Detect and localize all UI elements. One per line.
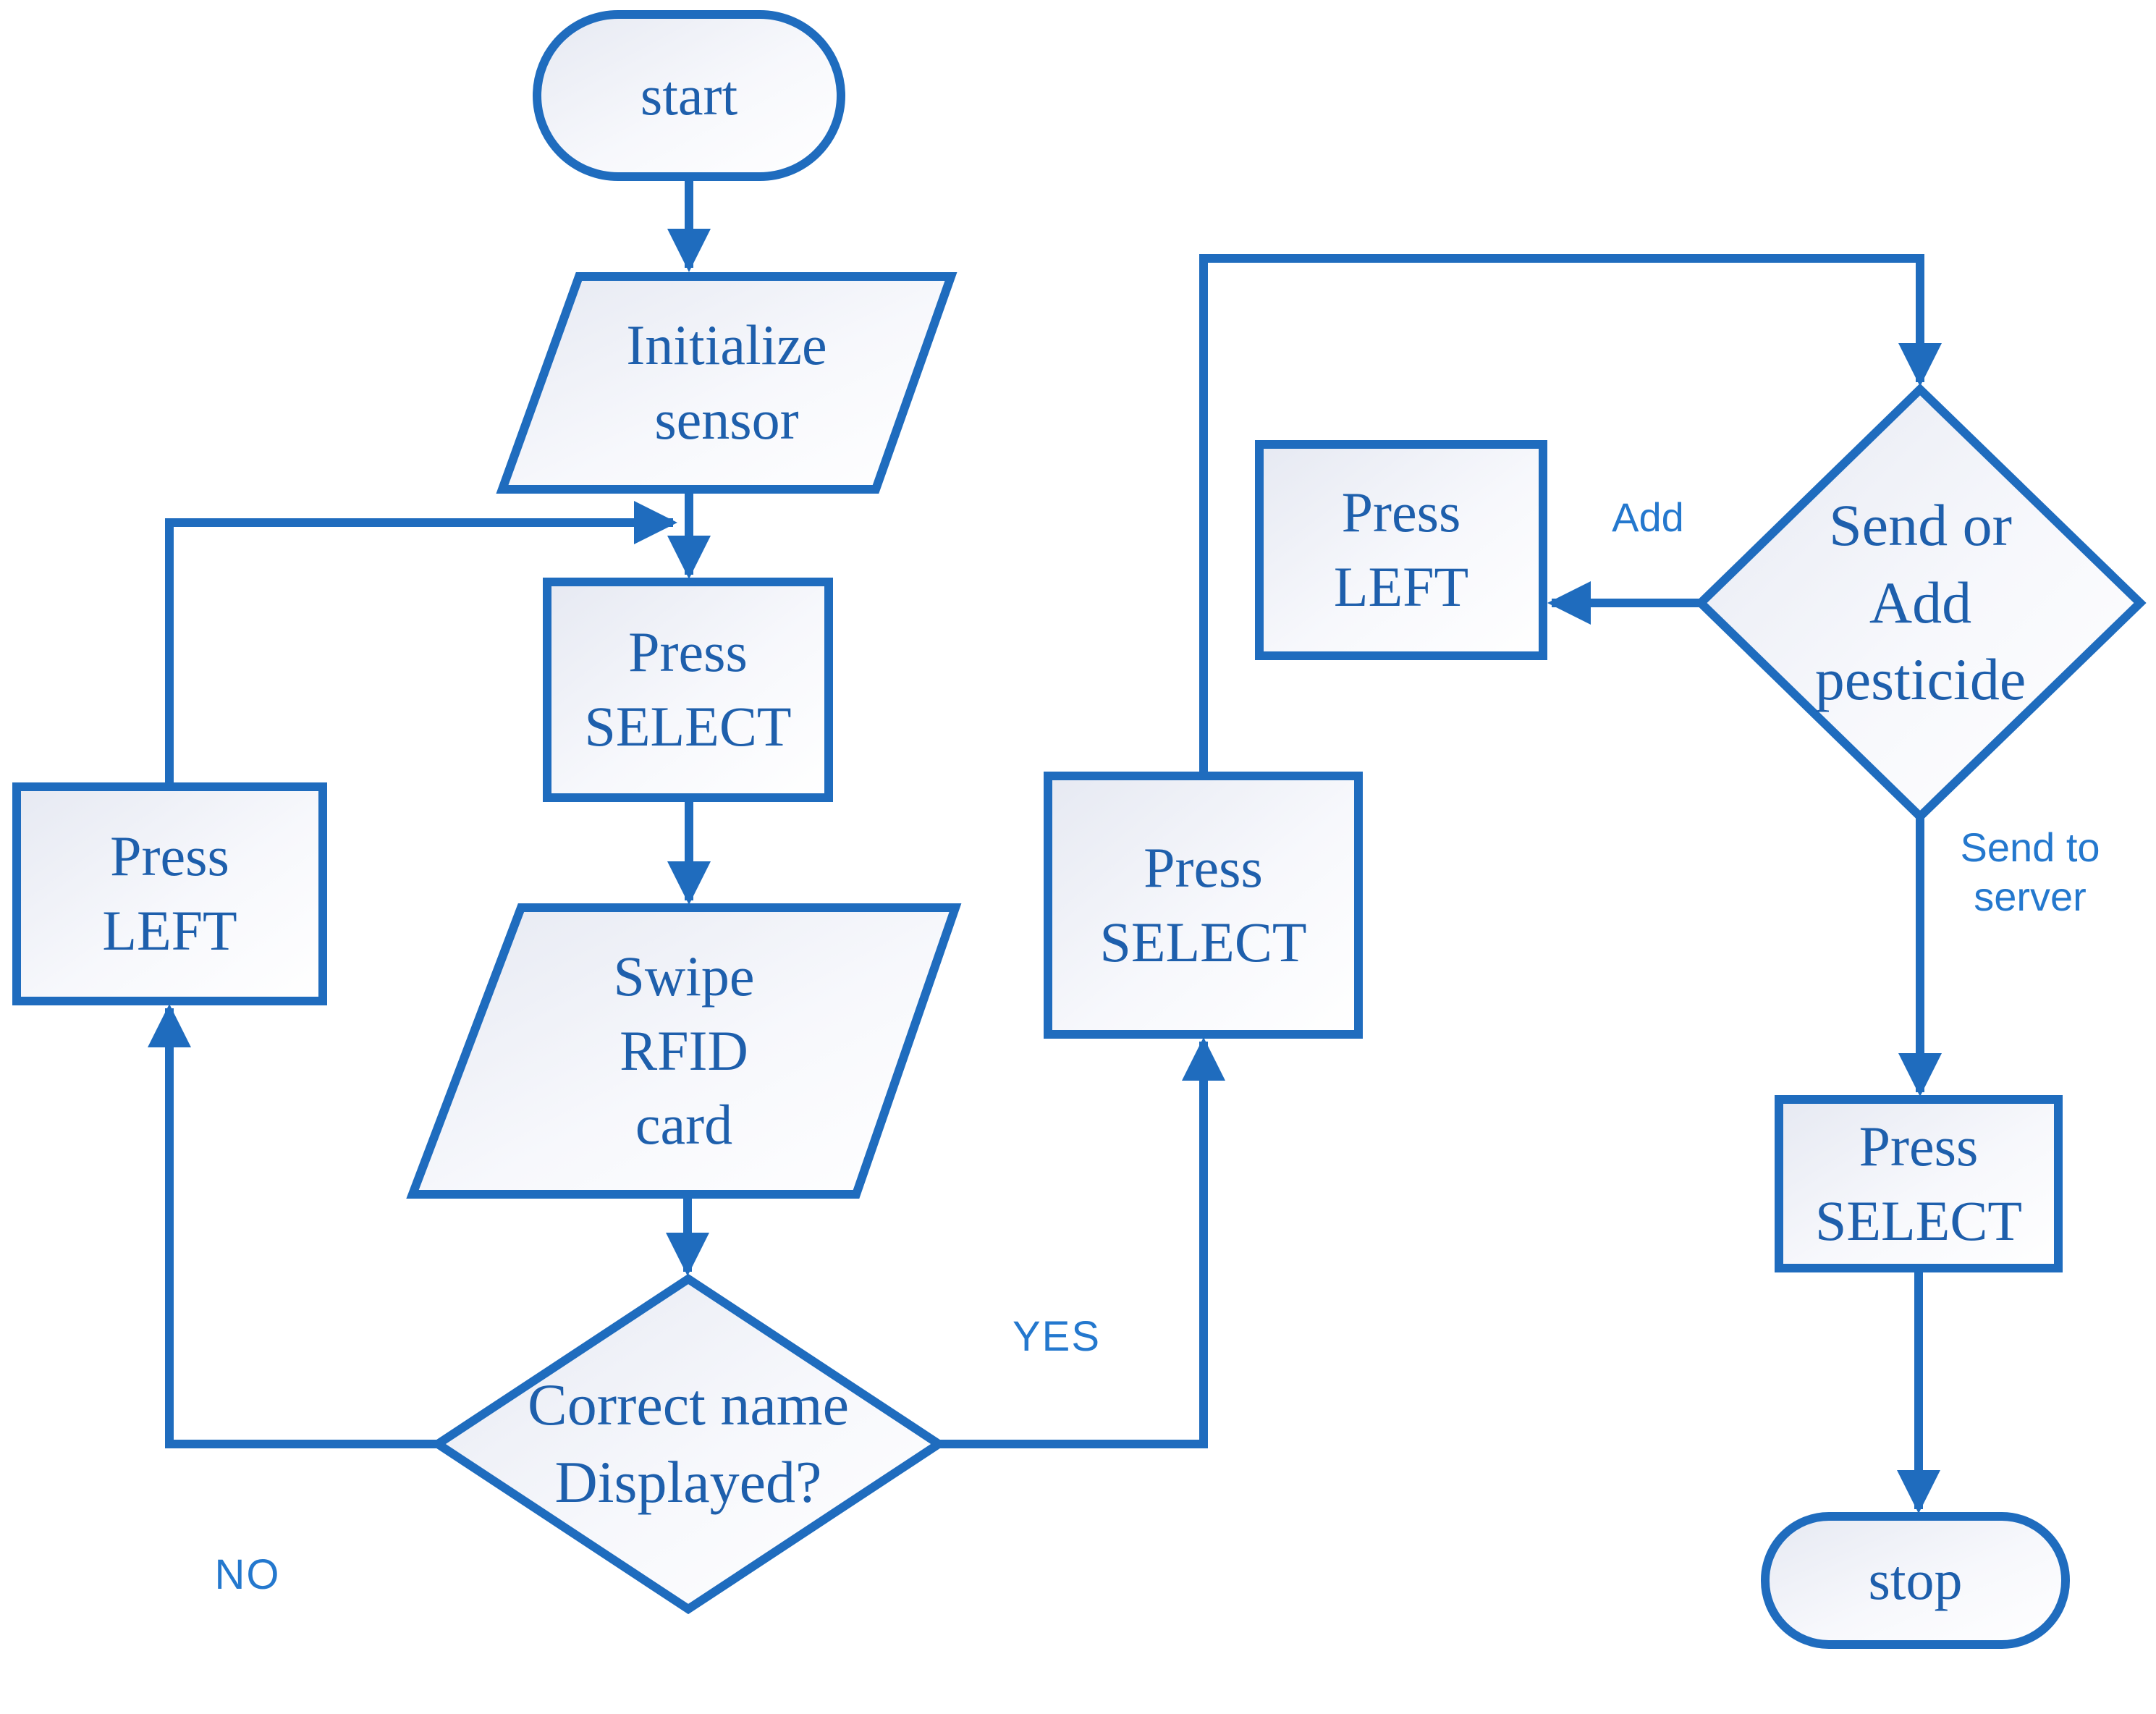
edge-no-to-press-left [148, 1004, 438, 1448]
press-left-add-rect [1255, 440, 1547, 660]
edge-yes-to-press-select-2 [939, 1037, 1225, 1448]
edge-press-select-2-to-send-or-add [1199, 254, 1942, 776]
send-or-add-diamond [1694, 383, 2147, 823]
correct-name-diamond [430, 1273, 947, 1615]
edge-press-left-loop-join [165, 501, 677, 785]
press-select-2-rect [1044, 772, 1363, 1039]
initialize-sensor-parallelogram [496, 272, 957, 494]
press-left-no-rect [12, 782, 327, 1005]
press-select-1-rect [543, 578, 833, 802]
stop-terminator-shape [1761, 1512, 2070, 1649]
start-terminator-shape [533, 10, 845, 181]
swipe-rfid-parallelogram [406, 903, 962, 1199]
press-select-3-rect [1775, 1095, 2063, 1272]
